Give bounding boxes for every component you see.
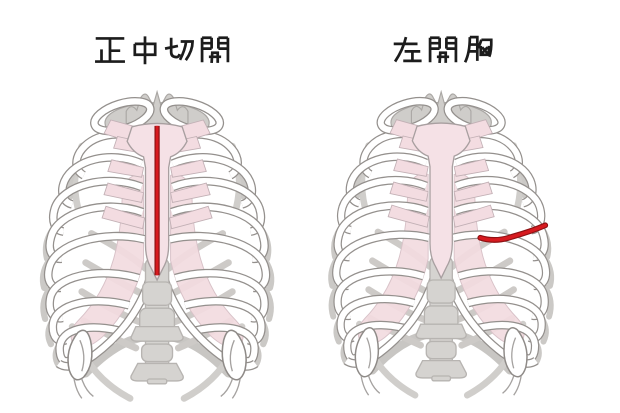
kanji-glyph: [463, 35, 493, 63]
kanji-glyph: [393, 36, 422, 63]
left-thoracotomy-incision-line: [477, 222, 549, 243]
label-median-sternotomy: 正中切開: [93, 33, 232, 67]
label-left-thoracotomy: 左開胸: [391, 33, 495, 67]
figure-left-thoracotomy: [331, 92, 551, 395]
figure-median-sternotomy: [43, 92, 271, 399]
kanji-glyph: [95, 37, 125, 63]
kanji-glyph: [164, 37, 194, 61]
kanji-glyph: [200, 36, 230, 64]
kanji-glyph: [133, 36, 157, 65]
kanji-glyph: [428, 36, 458, 64]
